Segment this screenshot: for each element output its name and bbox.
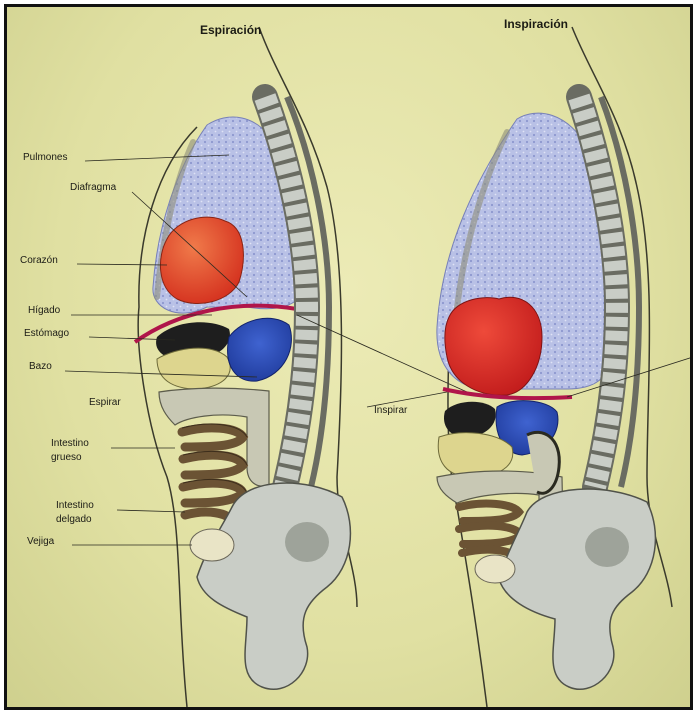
- pancreas: [438, 433, 513, 477]
- label-lungs: Pulmones: [23, 152, 67, 164]
- stomach: [228, 318, 292, 381]
- title-exhale: Espiración: [200, 23, 261, 37]
- label-stomach: Estómago: [24, 328, 69, 340]
- label-exhale: Espirar: [89, 397, 121, 409]
- label-large-intestine-2: grueso: [51, 452, 82, 464]
- label-liver: Hígado: [28, 305, 60, 317]
- anatomy-illustration: [7, 7, 693, 710]
- inhale-figure: [367, 27, 693, 707]
- pelvis: [499, 489, 655, 689]
- heart: [160, 217, 243, 303]
- exhale-figure: [65, 27, 467, 707]
- diagram-frame: Espiración Inspiración Pulmones Diafragm…: [4, 4, 693, 710]
- label-inhale: Inspirar: [374, 405, 407, 417]
- label-large-intestine-1: Intestino: [51, 438, 89, 450]
- label-spleen: Bazo: [29, 361, 52, 373]
- heart: [445, 297, 542, 395]
- bladder: [475, 555, 515, 583]
- hip-socket: [285, 522, 329, 562]
- label-bladder: Vejiga: [27, 536, 54, 548]
- label-heart: Corazón: [20, 255, 58, 267]
- title-inhale: Inspiración: [504, 17, 568, 31]
- label-small-intestine-2: delgado: [56, 514, 92, 526]
- bladder: [190, 529, 234, 561]
- pancreas: [157, 348, 230, 389]
- label-small-intestine-1: Intestino: [56, 500, 94, 512]
- liver: [444, 402, 496, 437]
- label-diaphragm: Diafragma: [70, 182, 116, 194]
- hip-socket: [585, 527, 629, 567]
